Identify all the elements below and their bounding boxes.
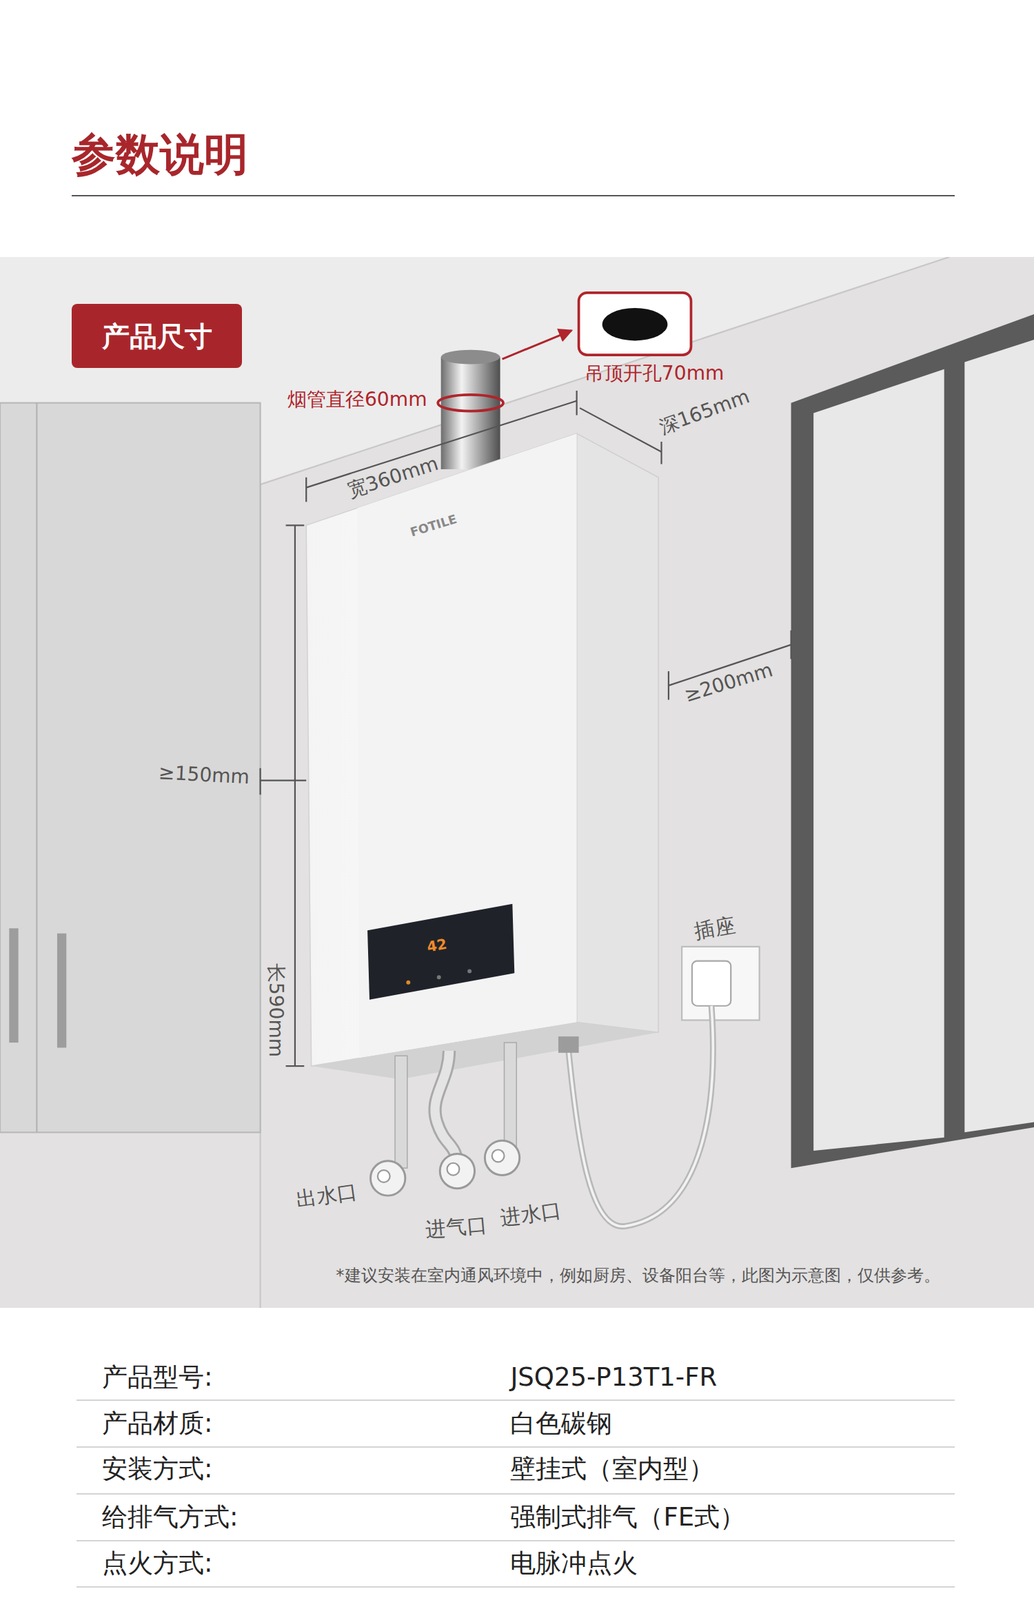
panel-button: [406, 980, 411, 986]
dimension-line: [294, 525, 296, 1067]
control-panel: [367, 904, 515, 1001]
panel-button: [437, 975, 442, 980]
table-value: 壁挂式（室内型）: [510, 1455, 715, 1485]
panel-button: [467, 969, 472, 974]
table-key: 点火方式:: [102, 1548, 213, 1579]
wall-cabinet: [0, 403, 261, 1134]
cable-gland: [558, 1036, 580, 1054]
cabinet-handle: [8, 928, 18, 1043]
table-rule: [76, 1446, 955, 1449]
note: *建议安装在室内通风环境中，例如厨房、设备阳台等，此图为示意图，仅供参考。: [335, 1266, 940, 1286]
title-underline: [71, 195, 955, 197]
heater-front-band: [357, 433, 577, 1059]
dimension-tick: [667, 671, 670, 700]
ceiling-hole: [602, 308, 668, 341]
badge-text: 产品尺寸: [102, 319, 213, 353]
valve-core: [377, 1170, 391, 1183]
dimension-label: 长590mm: [264, 963, 287, 1058]
cabinet-handle: [57, 934, 67, 1049]
valve: [439, 1153, 475, 1189]
valve-core: [447, 1163, 460, 1177]
door-glass: [813, 369, 945, 1152]
gas-pipe: [434, 1051, 458, 1169]
socket-plug: [692, 961, 731, 1007]
dimension-tick: [286, 524, 305, 526]
door-frame: [791, 314, 1034, 1169]
dimension-line: [579, 408, 662, 453]
heater-illustration: [0, 257, 1034, 1309]
table-value: JSQ25-P13T1-FR: [510, 1363, 717, 1394]
valve: [370, 1161, 406, 1196]
dimension-line: [260, 779, 307, 782]
dimension-tick: [259, 768, 261, 795]
dimension-tick: [789, 630, 792, 660]
dimension-tick: [286, 1065, 305, 1068]
dimension-line: [306, 401, 577, 489]
dimension-tick: [576, 390, 578, 416]
dimension-tick: [660, 441, 662, 465]
table-value: 强制式排气（FE式）: [510, 1503, 746, 1534]
table-rule: [76, 1586, 955, 1589]
power-cable-highlight: [568, 1006, 714, 1228]
table-key: 产品材质:: [102, 1408, 213, 1439]
section-badge: 产品尺寸: [71, 303, 242, 369]
heater-bottom: [311, 1022, 659, 1080]
flue-pipe: [441, 357, 501, 470]
table-value: 电脉冲点火: [510, 1548, 638, 1579]
callout-arrow: [502, 330, 573, 360]
dimension-label: 烟管直径60mm: [287, 388, 428, 411]
heater-side: [576, 433, 659, 1033]
dimension-tick: [305, 477, 307, 503]
door-glass: [964, 339, 1034, 1133]
table-rule: [76, 1400, 955, 1402]
valve-core: [492, 1150, 505, 1163]
flue-pipe-top: [441, 350, 501, 365]
diameter-ring: [437, 394, 504, 412]
table-key: 安装方式:: [102, 1455, 213, 1485]
table-value: 白色碳钢: [510, 1408, 613, 1439]
wall-socket: [681, 947, 760, 1021]
display-reading: 42: [425, 936, 449, 956]
table-rule: [76, 1540, 955, 1543]
illustration-ground: [0, 257, 1034, 1309]
heater-front: [306, 433, 577, 1067]
cabinet-door-split: [35, 403, 38, 1134]
power-cable: [568, 1006, 714, 1228]
gas-pipe-inner: [434, 1051, 458, 1169]
table-key: 给排气方式:: [102, 1503, 238, 1534]
valve: [484, 1140, 520, 1176]
table-rule: [76, 1493, 955, 1496]
water-pipe: [503, 1042, 517, 1154]
table-key: 产品型号:: [102, 1363, 213, 1394]
dimension-label: 吊顶开孔70mm: [584, 362, 725, 385]
ceiling-hole-box: [579, 292, 692, 356]
water-pipe: [394, 1056, 408, 1169]
page-title: 参数说明: [71, 129, 249, 181]
